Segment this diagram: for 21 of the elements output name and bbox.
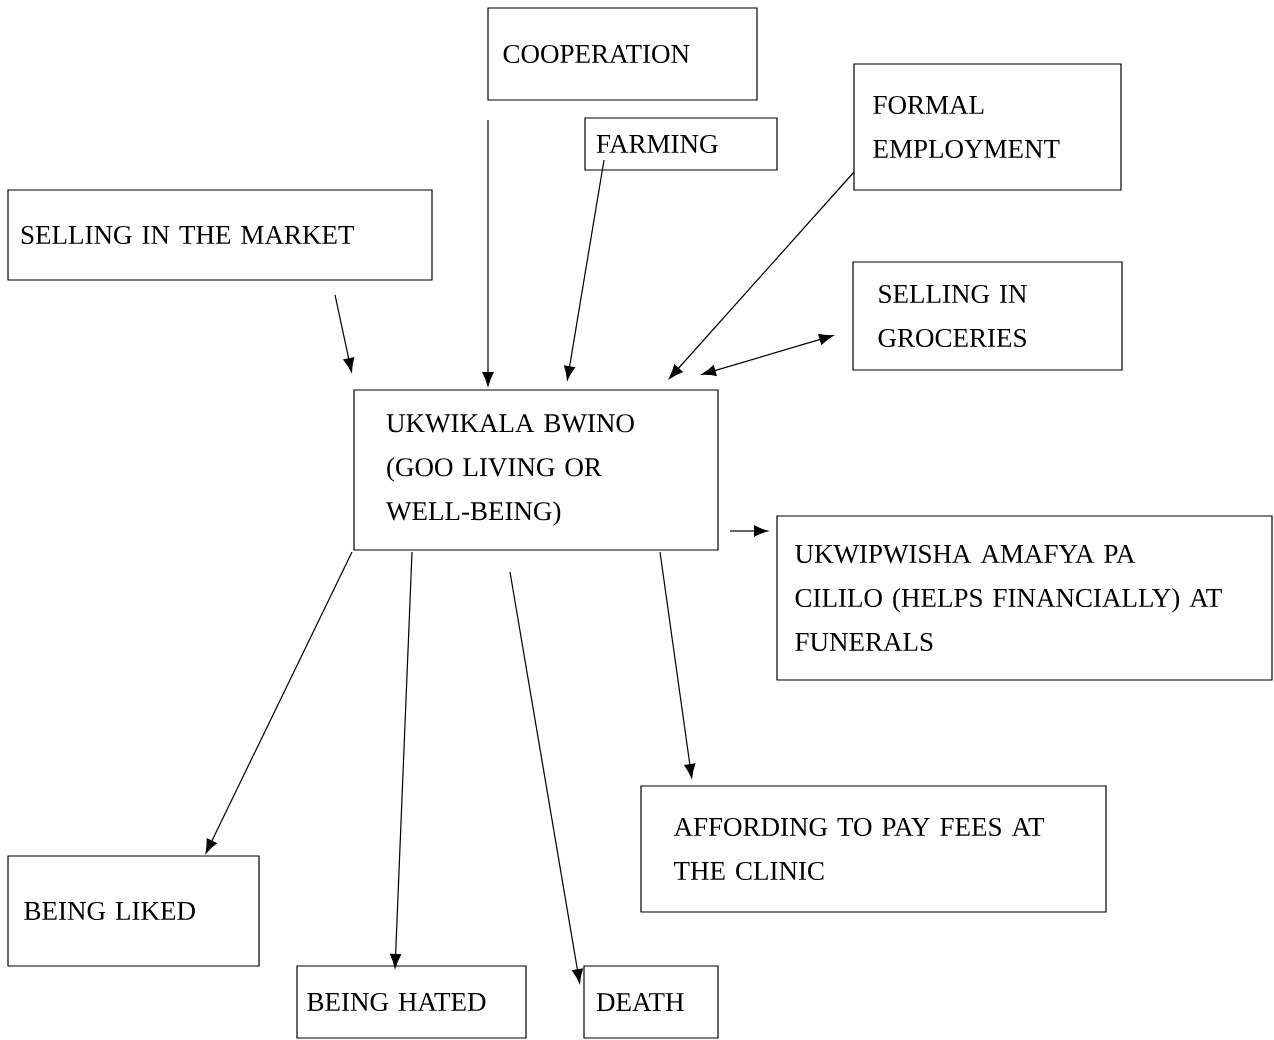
text-box: BEING HATED [296,965,527,1039]
arrow [701,334,834,376]
arrow [509,571,583,984]
arrow [729,525,769,537]
text-box: FARMING [584,117,778,171]
arrow [205,551,353,854]
text-box: AFFORDING TO PAY FEES AT THE CLINIC [640,785,1107,913]
arrow [669,171,855,379]
arrow [564,159,605,381]
text-box: FORMAL EMPLOYMENT [853,63,1122,191]
arrow [334,294,355,373]
arrow [390,551,413,969]
text-box: BEING LIKED [7,855,260,967]
text-box: DEATH [583,965,719,1039]
arrow [482,119,494,387]
text-box: SELLING IN GROCERIES [852,261,1123,371]
text-box: UKWIKALA BWINO (GOO LIVING OR WELL-BEING) [353,389,719,551]
text-box: COOPERATION [487,7,758,101]
arrow [659,551,696,779]
text-box: UKWIPWISHA AMAFYA PA CILILO (HELPS FINANCIALLY) AT FUNERALS [776,515,1273,681]
text-box: SELLING IN THE MARKET [7,189,433,281]
